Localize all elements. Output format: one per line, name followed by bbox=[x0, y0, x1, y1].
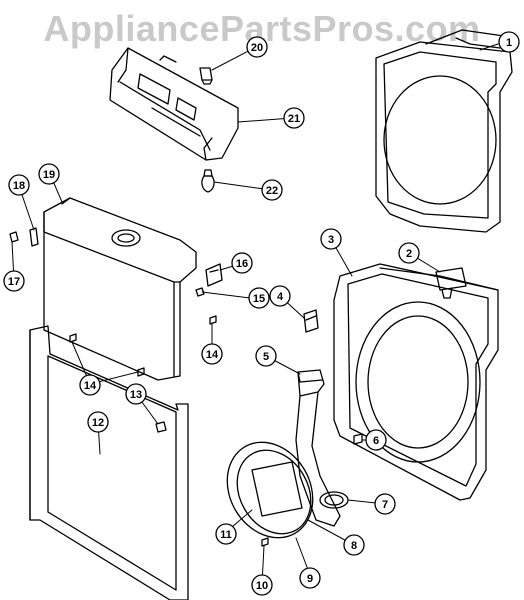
callout-14a: 14 bbox=[79, 374, 101, 396]
callout-11: 11 bbox=[215, 523, 237, 545]
svg-text:14: 14 bbox=[84, 380, 97, 392]
svg-text:22: 22 bbox=[266, 185, 278, 197]
callout-22: 22 bbox=[261, 179, 283, 201]
front-door-part bbox=[29, 325, 189, 600]
round-door-part bbox=[226, 441, 314, 539]
bracket-part bbox=[303, 309, 319, 333]
svg-text:9: 9 bbox=[307, 573, 313, 585]
svg-text:2: 2 bbox=[406, 248, 412, 260]
door-window-part bbox=[251, 461, 303, 517]
front-frame-part bbox=[375, 29, 513, 233]
callout-4: 4 bbox=[269, 285, 291, 307]
svg-text:10: 10 bbox=[256, 580, 268, 592]
connector-part bbox=[199, 67, 213, 85]
svg-text:13: 13 bbox=[130, 389, 142, 401]
callout-19: 19 bbox=[38, 163, 60, 185]
hose-part bbox=[295, 369, 341, 527]
callout-8: 8 bbox=[343, 534, 365, 556]
svg-text:7: 7 bbox=[382, 499, 388, 511]
svg-text:4: 4 bbox=[277, 291, 284, 303]
svg-text:1: 1 bbox=[506, 37, 512, 49]
svg-text:5: 5 bbox=[263, 351, 269, 363]
callout-5: 5 bbox=[255, 345, 277, 367]
svg-text:8: 8 bbox=[351, 540, 357, 552]
leader-lines bbox=[11, 43, 499, 585]
callout-6: 6 bbox=[365, 429, 387, 451]
callout-17: 17 bbox=[3, 270, 25, 292]
switch-part bbox=[435, 267, 467, 299]
callout-15: 15 bbox=[248, 287, 270, 309]
screw-part-13 bbox=[155, 421, 167, 433]
svg-text:11: 11 bbox=[220, 529, 232, 541]
screw-part-17 bbox=[9, 231, 19, 243]
svg-text:15: 15 bbox=[253, 293, 265, 305]
callout-2: 2 bbox=[398, 242, 420, 264]
callout-14b: 14 bbox=[201, 343, 223, 365]
screw-part-15 bbox=[195, 287, 205, 297]
callout-13: 13 bbox=[125, 383, 147, 405]
hinge-bracket-part bbox=[205, 263, 223, 287]
clip-part-6 bbox=[353, 433, 363, 445]
svg-text:14: 14 bbox=[206, 349, 219, 361]
callout-16: 16 bbox=[231, 252, 253, 274]
svg-text:6: 6 bbox=[373, 435, 379, 447]
callout-20: 20 bbox=[246, 36, 268, 58]
svg-text:19: 19 bbox=[43, 169, 55, 181]
svg-text:12: 12 bbox=[92, 417, 104, 429]
drum-bulkhead-part bbox=[333, 263, 499, 501]
svg-text:3: 3 bbox=[328, 234, 334, 246]
svg-text:17: 17 bbox=[8, 276, 20, 288]
bulb-part bbox=[201, 169, 215, 193]
svg-text:16: 16 bbox=[236, 258, 248, 270]
screw-part-10 bbox=[261, 537, 269, 547]
svg-text:20: 20 bbox=[251, 42, 263, 54]
callout-1: 1 bbox=[498, 31, 520, 53]
callout-12: 12 bbox=[87, 411, 109, 433]
callout-7: 7 bbox=[374, 493, 396, 515]
callout-18: 18 bbox=[8, 174, 30, 196]
top-lid-part bbox=[43, 197, 197, 381]
ring-seal-part bbox=[319, 491, 349, 509]
svg-text:21: 21 bbox=[288, 113, 300, 125]
control-bracket-part bbox=[109, 47, 239, 161]
callout-10: 10 bbox=[251, 574, 273, 596]
clip-part bbox=[29, 227, 39, 247]
svg-text:18: 18 bbox=[13, 180, 25, 192]
callout-9: 9 bbox=[299, 567, 321, 589]
callout-21: 21 bbox=[283, 107, 305, 129]
screw-part-14 bbox=[69, 315, 217, 377]
callout-3: 3 bbox=[320, 228, 342, 250]
